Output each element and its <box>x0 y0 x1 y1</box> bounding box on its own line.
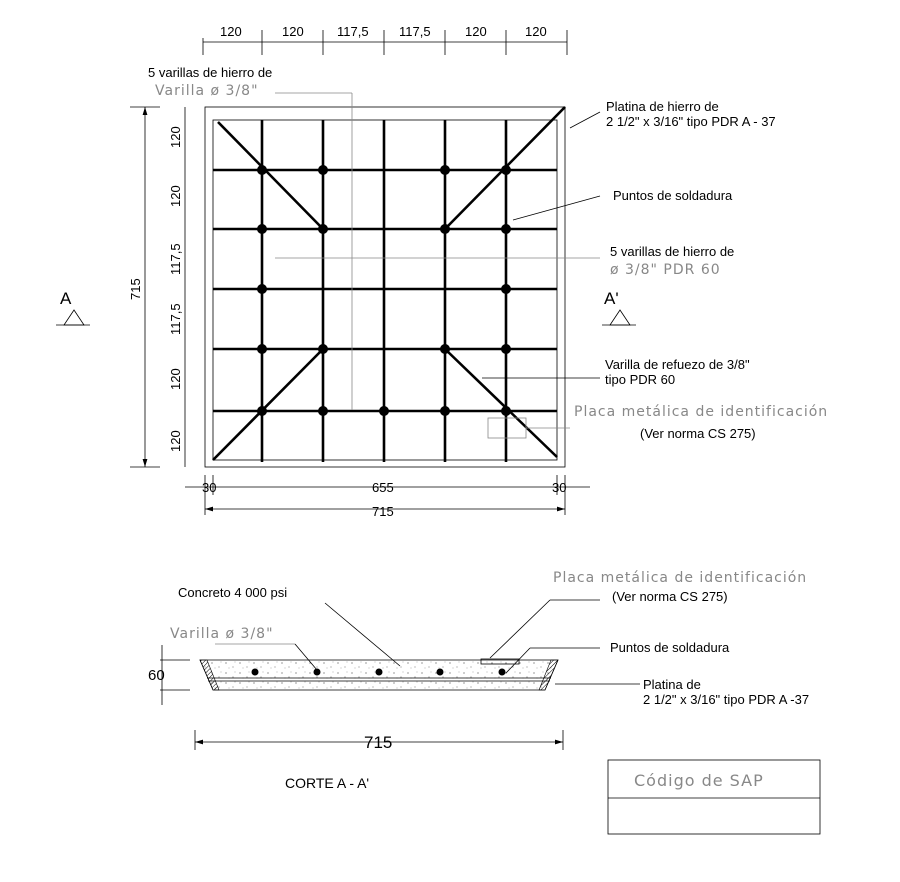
label-varillas-right: 5 varillas de hierro de <box>610 244 734 259</box>
label-refuerzo-1: Varilla de refuezo de 3/8" <box>605 357 750 372</box>
label-varilla-diam-top: Varilla ø 3/8" <box>155 83 259 99</box>
dim-top-1: 120 <box>220 24 242 39</box>
label-platina-2: 2 1/2" x 3/16" tipo PDR A - 37 <box>606 114 776 129</box>
weld-point <box>501 344 511 354</box>
dim-left-6: 120 <box>168 430 183 452</box>
label-platina-section-1: Platina de <box>643 677 701 692</box>
dim-top-3: 117,5 <box>337 24 369 39</box>
weld-point <box>257 344 267 354</box>
plan-view <box>204 92 601 468</box>
dim-left-4: 117,5 <box>168 303 183 335</box>
dim-left-5: 120 <box>168 368 183 390</box>
weld-point <box>501 284 511 294</box>
section-mark-right: A' <box>602 289 636 326</box>
dim-left-1: 120 <box>168 126 183 148</box>
weld-point <box>318 344 328 354</box>
label-varilla-section: Varilla ø 3/8" <box>170 626 274 642</box>
label-placa-1: Placa metálica de identificación <box>574 404 828 420</box>
weld-point <box>379 406 389 416</box>
weld-point <box>257 165 267 175</box>
section-mark-right-text: A' <box>604 289 619 308</box>
label-platina-1: Platina de hierro de <box>606 99 719 114</box>
section-title: CORTE A - A' <box>285 775 369 791</box>
weld-point <box>440 406 450 416</box>
weld-point <box>440 224 450 234</box>
dim-bottom-left: 30 <box>202 480 216 495</box>
section-width: 715 <box>364 733 392 752</box>
weld-point <box>257 406 267 416</box>
left-dimensions: 715 120 120 117,5 117,5 120 120 <box>128 106 186 468</box>
sap-code-label: Código de SAP <box>634 771 764 790</box>
label-soldadura: Puntos de soldadura <box>613 188 733 203</box>
label-concreto: Concreto 4 000 psi <box>178 585 287 600</box>
label-soldadura-section: Puntos de soldadura <box>610 640 730 655</box>
diagonal-rebar <box>444 348 558 458</box>
section-view <box>160 599 640 750</box>
label-platina-section-2: 2 1/2" x 3/16" tipo PDR A -37 <box>643 692 809 707</box>
label-placa-section-2: (Ver norma CS 275) <box>612 589 728 604</box>
label-placa-section-1: Placa metálica de identificación <box>553 570 807 586</box>
label-varillas-right-diam: ø 3/8" PDR 60 <box>610 262 721 278</box>
weld-point <box>257 284 267 294</box>
weld-point <box>318 406 328 416</box>
dim-top-2: 120 <box>282 24 304 39</box>
label-refuerzo-2: tipo PDR 60 <box>605 372 675 387</box>
dim-top-4: 117,5 <box>399 24 431 39</box>
dim-left-3: 117,5 <box>168 243 183 275</box>
weld-point <box>440 344 450 354</box>
dim-left-total: 715 <box>128 278 143 300</box>
dim-left-2: 120 <box>168 185 183 207</box>
section-height: 60 <box>148 667 165 684</box>
weld-point <box>318 165 328 175</box>
weld-point <box>501 165 511 175</box>
dim-bottom-right: 30 <box>552 480 566 495</box>
weld-point <box>501 406 511 416</box>
left-dims-text: 120 120 117,5 117,5 120 120 <box>168 126 183 452</box>
section-mark-left: A <box>56 289 90 326</box>
weld-point <box>440 165 450 175</box>
label-placa-2: (Ver norma CS 275) <box>640 426 756 441</box>
dim-top-6: 120 <box>525 24 547 39</box>
label-varillas-top: 5 varillas de hierro de <box>148 65 272 80</box>
dim-bottom-total: 715 <box>372 504 394 519</box>
weld-point <box>257 224 267 234</box>
dim-top-5: 120 <box>465 24 487 39</box>
weld-point <box>318 224 328 234</box>
sap-code-box: Código de SAP <box>607 759 821 835</box>
bottom-dimensions: 30 655 30 715 <box>185 475 590 519</box>
dim-bottom-middle: 655 <box>372 480 394 495</box>
weld-point <box>501 224 511 234</box>
diagonal-rebar <box>212 348 324 461</box>
top-dimensions: 120 120 117,5 117,5 120 120 <box>202 24 568 55</box>
diagonal-rebar <box>217 121 324 230</box>
section-mark-left-text: A <box>60 289 72 308</box>
